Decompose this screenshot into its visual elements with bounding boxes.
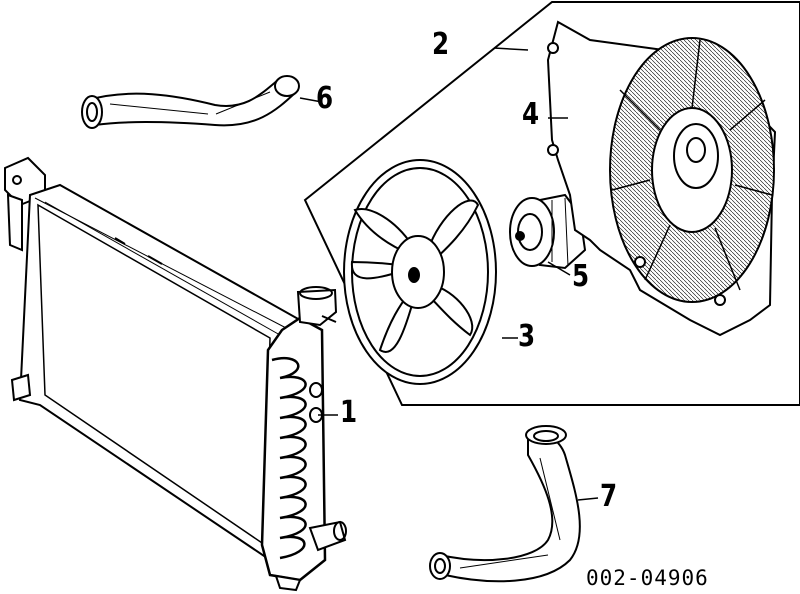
callout-fan-blade: 3 bbox=[518, 319, 536, 354]
drawing-code: 002-04906 bbox=[586, 566, 709, 590]
fan-blade bbox=[343, 159, 497, 385]
callout-fan-shroud: 4 bbox=[522, 97, 540, 132]
lower-hose bbox=[429, 425, 581, 583]
fan-shroud bbox=[546, 20, 777, 337]
upper-hose bbox=[81, 75, 300, 129]
leader-lines bbox=[299, 47, 599, 501]
radiator bbox=[4, 156, 347, 592]
callout-radiator: 1 bbox=[340, 395, 358, 430]
fan-assembly-frame bbox=[303, 1, 800, 406]
callout-lower-hose: 7 bbox=[600, 479, 618, 514]
callout-upper-hose: 6 bbox=[316, 81, 334, 116]
callout-fan-motor: 5 bbox=[572, 259, 590, 294]
callout-fan-assembly: 2 bbox=[432, 27, 450, 62]
